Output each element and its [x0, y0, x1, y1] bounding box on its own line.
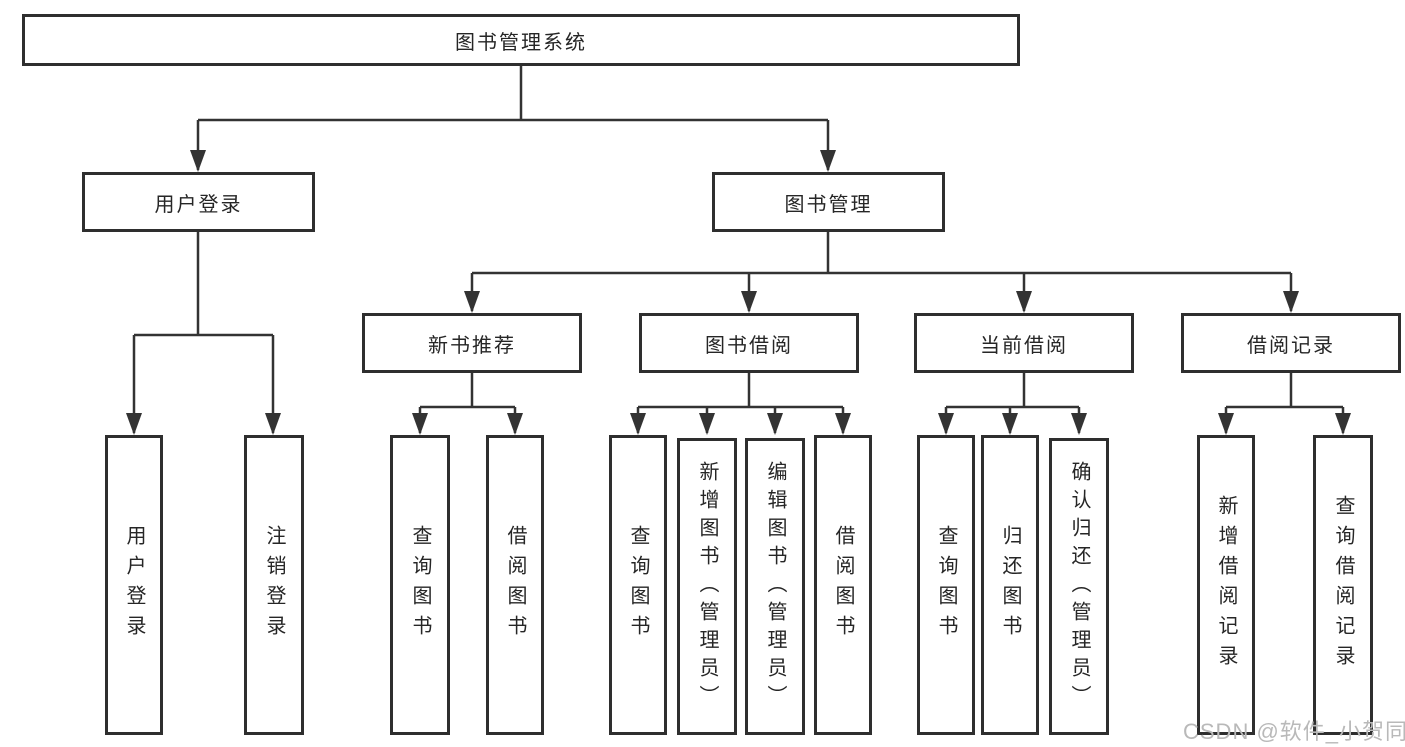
arrow-down-icon: [464, 291, 480, 313]
node-leaf-user-login: 用户登录: [105, 435, 163, 735]
node-current-borrow: 当前借阅: [914, 313, 1134, 373]
arrow-down-icon: [126, 413, 142, 435]
node-leaf-bb-add-label: 新增图书（管理员）: [696, 460, 718, 713]
arrow-down-icon: [1071, 413, 1087, 435]
arrow-down-icon: [835, 413, 851, 435]
node-borrow-records-label: 借阅记录: [1247, 334, 1335, 357]
node-leaf-nbr-borrow: 借阅图书: [486, 435, 544, 735]
node-leaf-bb-query: 查询图书: [609, 435, 667, 735]
arrow-down-icon: [412, 413, 428, 435]
arrow-down-icon: [767, 413, 783, 435]
arrow-down-icon: [1218, 413, 1234, 435]
edge-root-to-level2: [196, 66, 830, 170]
node-root-label: 图书管理系统: [455, 31, 587, 54]
node-leaf-nbr-query-label: 查询图书: [409, 525, 431, 645]
node-leaf-bb-add: 新增图书（管理员）: [677, 438, 737, 735]
node-new-book-rec-label: 新书推荐: [428, 334, 516, 357]
node-root: 图书管理系统: [22, 14, 1020, 66]
edge-newbookrec-to-leaves: [418, 373, 517, 433]
arrow-down-icon: [1016, 291, 1032, 313]
edge-bookmgmt-to-level3: [470, 232, 1293, 311]
edge-bookborrow-to-leaves: [636, 373, 845, 433]
node-leaf-bb-borrow: 借阅图书: [814, 435, 872, 735]
arrow-down-icon: [265, 413, 281, 435]
arrow-down-icon: [507, 413, 523, 435]
node-new-book-rec: 新书推荐: [362, 313, 582, 373]
node-borrow-records: 借阅记录: [1181, 313, 1401, 373]
node-leaf-bb-edit: 编辑图书（管理员）: [745, 438, 805, 735]
arrow-down-icon: [699, 413, 715, 435]
node-user-login: 用户登录: [82, 172, 315, 232]
node-leaf-logout-label: 注销登录: [263, 525, 285, 645]
node-leaf-bb-borrow-label: 借阅图书: [832, 525, 854, 645]
node-leaf-bb-edit-label: 编辑图书（管理员）: [764, 460, 786, 713]
node-leaf-br-query: 查询借阅记录: [1313, 435, 1373, 735]
node-book-mgmt: 图书管理: [712, 172, 945, 232]
node-user-login-label: 用户登录: [154, 193, 243, 216]
node-leaf-br-add-label: 新增借阅记录: [1215, 495, 1237, 675]
edge-userlogin-to-leaves: [132, 232, 275, 433]
arrow-down-icon: [630, 413, 646, 435]
arrowhead-icons: [126, 150, 1351, 435]
arrow-down-icon: [741, 291, 757, 313]
csdn-watermark: CSDN @软件_小贺同学: [1183, 719, 1405, 744]
node-leaf-cb-query-label: 查询图书: [935, 525, 957, 645]
node-current-borrow-label: 当前借阅: [980, 334, 1068, 357]
arrow-down-icon: [938, 413, 954, 435]
node-leaf-logout: 注销登录: [244, 435, 304, 735]
node-book-borrow: 图书借阅: [639, 313, 859, 373]
node-leaf-cb-return: 归还图书: [981, 435, 1039, 735]
node-book-mgmt-label: 图书管理: [784, 193, 873, 216]
node-leaf-br-add: 新增借阅记录: [1197, 435, 1255, 735]
node-leaf-cb-confirm: 确认归还（管理员）: [1049, 438, 1109, 735]
arrow-down-icon: [1283, 291, 1299, 313]
node-leaf-cb-return-label: 归还图书: [999, 525, 1021, 645]
node-leaf-nbr-borrow-label: 借阅图书: [504, 525, 526, 645]
node-leaf-cb-query: 查询图书: [917, 435, 975, 735]
node-book-borrow-label: 图书借阅: [705, 334, 793, 357]
node-leaf-br-query-label: 查询借阅记录: [1332, 495, 1354, 675]
node-leaf-nbr-query: 查询图书: [390, 435, 450, 735]
arrow-down-icon: [820, 150, 836, 172]
arrow-down-icon: [1335, 413, 1351, 435]
edge-borrowrecords-to-leaves: [1224, 373, 1345, 433]
node-leaf-user-login-label: 用户登录: [123, 525, 145, 645]
arrow-down-icon: [190, 150, 206, 172]
node-leaf-bb-query-label: 查询图书: [627, 525, 649, 645]
node-leaf-cb-confirm-label: 确认归还（管理员）: [1068, 460, 1090, 713]
arrow-down-icon: [1002, 413, 1018, 435]
